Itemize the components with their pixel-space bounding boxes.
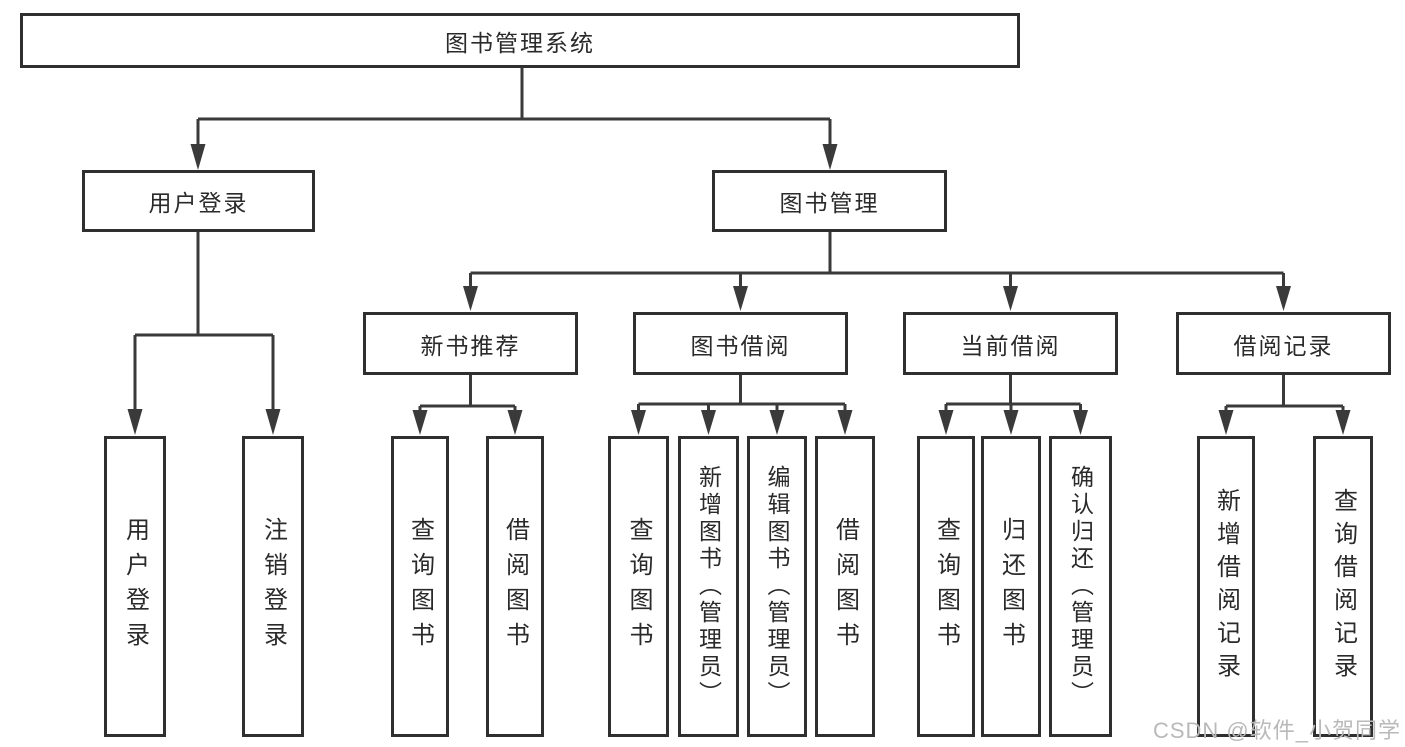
leaf-logout: 注销登录 xyxy=(242,436,304,737)
leaf-borrow-books: 借阅图书 xyxy=(815,436,875,737)
node-borrowing-records: 借阅记录 xyxy=(1176,312,1391,375)
leaf-borrow-books-newrec: 借阅图书 xyxy=(486,436,544,737)
node-book-borrowing: 图书借阅 xyxy=(633,312,848,375)
node-library-management-system: 图书管理系统 xyxy=(20,13,1020,68)
leaf-add-books-admin: 新增图书（管理员） xyxy=(678,436,739,737)
leaf-query-books-borrow: 查询图书 xyxy=(608,436,669,737)
leaf-return-books: 归还图书 xyxy=(981,436,1041,737)
node-current-borrowing: 当前借阅 xyxy=(903,312,1118,375)
leaf-query-books-current: 查询图书 xyxy=(917,436,975,737)
leaf-user-login: 用户登录 xyxy=(104,436,166,737)
leaf-edit-books-admin: 编辑图书（管理员） xyxy=(747,436,807,737)
node-user-login: 用户登录 xyxy=(82,170,315,232)
leaf-query-borrow-record: 查询借阅记录 xyxy=(1313,436,1373,737)
node-book-management: 图书管理 xyxy=(712,170,947,232)
leaf-query-books-newrec: 查询图书 xyxy=(391,436,449,737)
leaf-add-borrow-record: 新增借阅记录 xyxy=(1197,436,1255,737)
leaf-confirm-return-admin: 确认归还（管理员） xyxy=(1049,436,1112,737)
node-new-book-recommendation: 新书推荐 xyxy=(363,312,578,375)
csdn-watermark: CSDN @软件_小贺同学 xyxy=(1152,718,1401,743)
